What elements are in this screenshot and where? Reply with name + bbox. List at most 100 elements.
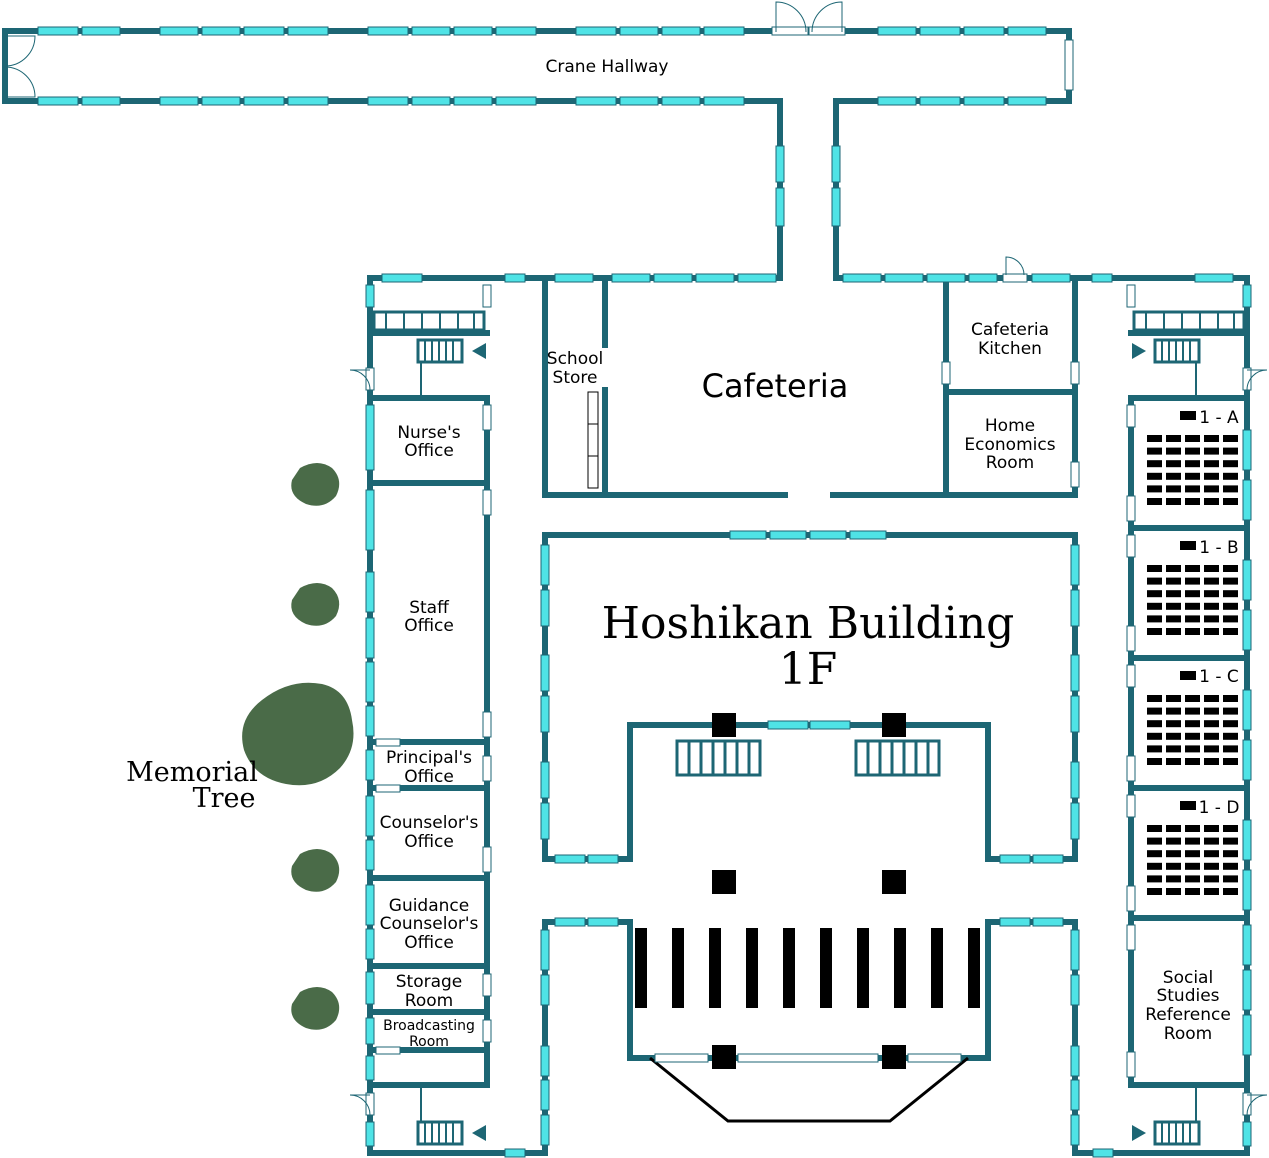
student-desk	[1223, 565, 1238, 572]
memorial-tree-label-1: Memorial	[126, 757, 258, 788]
guidance-label-1: Guidance	[389, 896, 469, 916]
memorial-tree-label-2: Tree	[193, 783, 256, 814]
student-desk	[1223, 460, 1238, 468]
student-desk	[1147, 745, 1162, 753]
student-desk	[1185, 850, 1200, 858]
classroom-1a-label: 1 - A	[1199, 408, 1239, 428]
student-desk	[1147, 590, 1162, 598]
student-desk	[1147, 615, 1162, 623]
classroom-desks	[1147, 411, 1238, 895]
student-desk	[1204, 837, 1219, 845]
auditorium-seats	[635, 928, 980, 1008]
kitchen-label-1: Cafeteria	[971, 320, 1049, 340]
crane-hallway-walls	[2, 28, 1072, 281]
counselor-label-1: Counselor's	[380, 813, 479, 833]
storage-label-1: Storage	[396, 972, 463, 992]
student-desk	[1166, 707, 1181, 715]
student-desk	[1147, 707, 1162, 715]
crane-hallway-label: Crane Hallway	[546, 57, 669, 77]
student-desk	[1204, 707, 1219, 715]
student-desk	[1204, 615, 1219, 623]
student-desk	[1204, 498, 1219, 505]
teacher-desk	[1180, 801, 1196, 810]
student-desk	[1166, 825, 1181, 832]
nurse-label-2: Office	[404, 441, 454, 461]
broadcasting-label-2: Room	[409, 1034, 449, 1050]
student-desk	[1185, 602, 1200, 610]
student-desk	[1223, 850, 1238, 858]
nurse-label-1: Nurse's	[397, 423, 460, 443]
student-desk	[1166, 862, 1181, 870]
stage-outline	[649, 1056, 969, 1123]
student-desk	[1166, 628, 1181, 635]
tree-icon	[291, 849, 340, 892]
student-desk	[1185, 485, 1200, 493]
student-desk	[1204, 628, 1219, 635]
student-desk	[1204, 485, 1219, 493]
labels: Hoshikan Building 1F Cafeteria School St…	[126, 320, 1239, 1050]
tree-icon	[291, 987, 340, 1030]
student-desk	[1166, 447, 1181, 455]
student-desk	[1185, 577, 1200, 585]
student-desk	[1166, 472, 1181, 480]
student-desk	[1223, 745, 1238, 753]
school-store-label-1: School	[547, 349, 603, 369]
student-desk	[1166, 745, 1181, 753]
building-doors[interactable]	[349, 256, 1268, 1116]
student-desk	[1147, 498, 1162, 505]
student-desk	[1147, 447, 1162, 455]
teacher-desk	[1180, 671, 1196, 680]
student-desk	[1166, 850, 1181, 858]
student-desk	[1223, 825, 1238, 832]
staff-label-1: Staff	[409, 598, 450, 618]
student-desk	[1223, 875, 1238, 883]
school-store-label-2: Store	[553, 368, 598, 388]
student-desk	[1204, 758, 1219, 765]
student-desk	[1147, 888, 1162, 895]
staff-label-2: Office	[404, 616, 454, 636]
student-desk	[1223, 602, 1238, 610]
classroom-1b-label: 1 - B	[1199, 538, 1238, 558]
student-desk	[1147, 758, 1162, 765]
student-desk	[1166, 565, 1181, 572]
student-desk	[1185, 695, 1200, 702]
student-desk	[1204, 472, 1219, 480]
student-desk	[1223, 498, 1238, 505]
tree-icon	[291, 583, 340, 626]
student-desk	[1185, 837, 1200, 845]
social-label-1: Social	[1163, 968, 1213, 988]
student-desk	[1204, 862, 1219, 870]
student-desk	[1204, 695, 1219, 702]
pillars	[712, 713, 906, 1069]
student-desk	[1204, 875, 1219, 883]
student-desk	[1204, 602, 1219, 610]
student-desk	[1147, 720, 1162, 728]
home-ec-label-2: Economics	[964, 435, 1055, 455]
student-desk	[1185, 758, 1200, 765]
student-desk	[1147, 850, 1162, 858]
student-desk	[1204, 460, 1219, 468]
kitchen-label-2: Kitchen	[978, 339, 1042, 359]
student-desk	[1166, 758, 1181, 765]
student-desk	[1185, 435, 1200, 442]
guidance-label-3: Office	[404, 933, 454, 953]
student-desk	[1223, 485, 1238, 493]
student-desk	[1166, 590, 1181, 598]
social-label-4: Room	[1164, 1024, 1212, 1044]
student-desk	[1185, 875, 1200, 883]
principal-label-2: Office	[404, 767, 454, 787]
main-walls	[367, 275, 1250, 1156]
student-desk	[1204, 590, 1219, 598]
student-desk	[1223, 447, 1238, 455]
student-desk	[1166, 615, 1181, 623]
student-desk	[1147, 435, 1162, 442]
student-desk	[1223, 707, 1238, 715]
hallway-doors[interactable]	[4, 1, 843, 98]
student-desk	[1166, 695, 1181, 702]
student-desk	[1223, 590, 1238, 598]
student-desk	[1185, 565, 1200, 572]
student-desk	[1166, 720, 1181, 728]
courtyard-stairs	[675, 739, 941, 777]
student-desk	[1204, 435, 1219, 442]
